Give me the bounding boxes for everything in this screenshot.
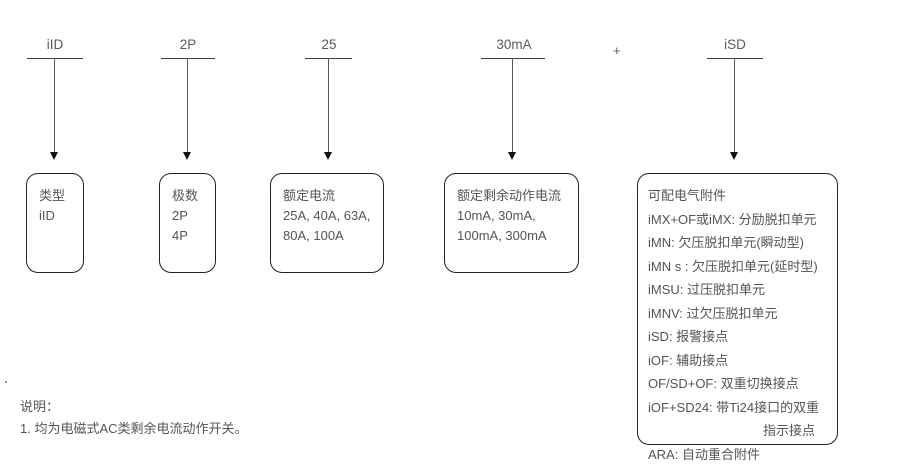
box-line: 4P (172, 228, 188, 243)
column-connector-4 (512, 58, 513, 152)
column-tick-rule-1 (27, 58, 83, 59)
box-line: iOF: 辅助接点 (648, 352, 729, 368)
footnote-item: 1. 均为电磁式AC类剩余电流动作开关。 (20, 421, 248, 436)
box-line: iMX+OF或iMX: 分励脱扣单元 (648, 211, 817, 227)
box-line: 额定电流 (283, 188, 336, 203)
column-connector-1 (54, 58, 55, 152)
box-line: 极数 (172, 188, 199, 203)
box-line-continuation: 指示接点 (762, 423, 815, 438)
stray-mark (5, 381, 7, 383)
box-line: 100mA, 300mA (457, 228, 547, 243)
box-line: iSD: 报警接点 (648, 329, 729, 344)
box-line: 额定剩余动作电流 (457, 188, 562, 203)
designation-box-accessories: 可配电气附件 iMX+OF或iMX: 分励脱扣单元 iMN: 欠压脱扣单元(瞬动… (637, 173, 838, 462)
column-connector-3 (328, 58, 329, 152)
designation-box-type: 类型 iID (26, 173, 84, 273)
box-line: 25A, 40A, 63A, (283, 208, 371, 223)
column-label-3: 25 (321, 37, 337, 52)
designation-box-poles-body: 极数 2P 4P (160, 174, 215, 256)
box-line: iMSU: 过压脱扣单元 (648, 282, 766, 297)
column-tick-rule-5 (707, 58, 763, 59)
box-line: iMN s : 欠压脱扣单元(延时型) (648, 258, 818, 274)
column-arrow-3 (324, 152, 332, 160)
column-tick-rule-4 (481, 58, 545, 59)
box-line: iMN: 欠压脱扣单元(瞬动型) (648, 235, 804, 250)
box-line: iMNV: 过欠压脱扣单元 (648, 305, 778, 321)
column-label-1: iID (46, 37, 64, 52)
column-connector-5 (734, 58, 735, 152)
column-arrow-5 (730, 152, 738, 160)
box-line: 2P (172, 208, 188, 223)
column-tick-rule-2 (161, 58, 215, 59)
designation-box-rated-current-body: 额定电流 25A, 40A, 63A, 80A, 100A (271, 174, 383, 256)
column-label-4: 30mA (496, 37, 532, 52)
box-line: iID (39, 208, 55, 223)
box-line: 10mA, 30mA, (457, 208, 536, 223)
footnote-block: 说明： 1. 均为电磁式AC类剩余电流动作开关。 (20, 396, 248, 440)
box-line: 类型 (39, 188, 66, 203)
box-line: OF/SD+OF: 双重切换接点 (648, 376, 799, 391)
designation-box-type-body: 类型 iID (27, 174, 83, 236)
column-connector-2 (187, 58, 188, 152)
plus-symbol: + (613, 43, 621, 58)
designation-box-poles: 极数 2P 4P (159, 173, 216, 273)
column-arrow-4 (508, 152, 516, 160)
footnote-heading: 说明： (20, 399, 60, 414)
column-label-5: iSD (724, 37, 746, 52)
designation-box-residual-current-body: 额定剩余动作电流 10mA, 30mA, 100mA, 300mA (445, 174, 578, 256)
box-line: 80A, 100A (283, 228, 344, 243)
designation-box-residual-current: 额定剩余动作电流 10mA, 30mA, 100mA, 300mA (444, 173, 579, 273)
column-label-2: 2P (179, 37, 197, 52)
box-line: iOF+SD24: 带Ti24接口的双重 (648, 399, 820, 415)
box-line: ARA: 自动重合附件 (648, 446, 760, 462)
box-line: 可配电气附件 (648, 188, 727, 203)
column-arrow-2 (183, 152, 191, 160)
designation-box-accessories-body: 可配电气附件 iMX+OF或iMX: 分励脱扣单元 iMN: 欠压脱扣单元(瞬动… (638, 174, 837, 474)
designation-box-rated-current: 额定电流 25A, 40A, 63A, 80A, 100A (270, 173, 384, 273)
column-arrow-1 (50, 152, 58, 160)
